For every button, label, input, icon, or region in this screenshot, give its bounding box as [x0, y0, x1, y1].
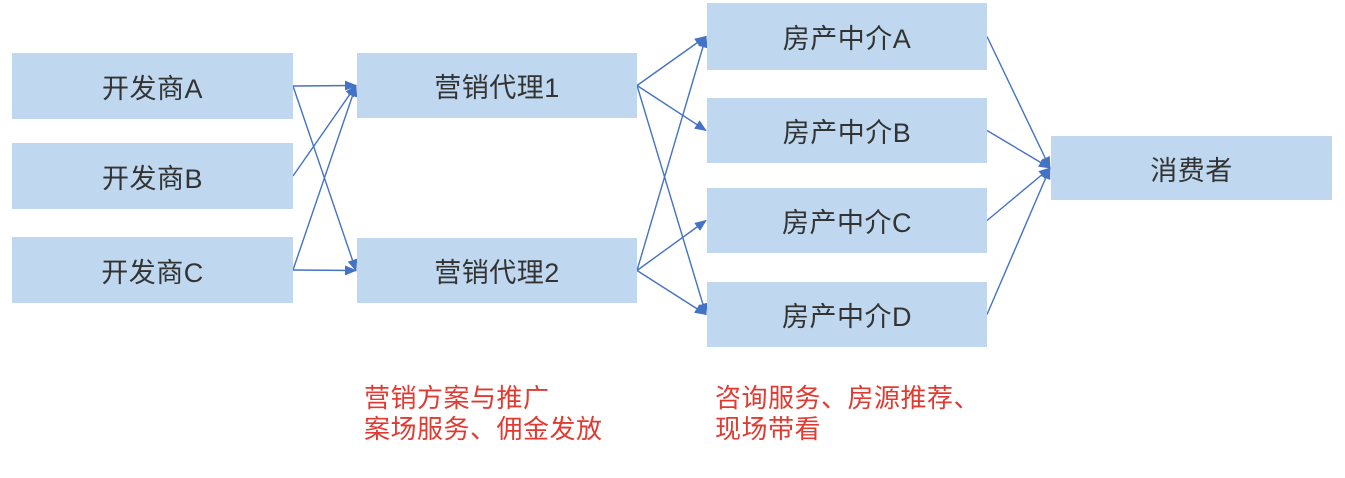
edge-broker-c-to-consumer [986, 167, 1051, 222]
node-broker-a: 房产中介A [707, 3, 987, 70]
node-consumer: 消费者 [1051, 136, 1332, 200]
edge-agent-1-to-broker-d [636, 85, 708, 316]
node-dev-a: 开发商A [12, 53, 293, 119]
edge-dev-c-to-agent-1 [292, 84, 358, 271]
node-broker-b: 房产中介B [707, 98, 987, 163]
edge-dev-b-to-agent-1 [292, 84, 357, 177]
node-agent-2: 营销代理2 [357, 238, 637, 303]
edge-agent-2-to-broker-a [636, 35, 708, 271]
node-dev-b: 开发商B [12, 143, 293, 209]
edge-dev-c-to-agent-2 [292, 265, 357, 276]
edge-agent-2-to-broker-d [636, 269, 707, 316]
annotation-broker-services: 咨询服务、房源推荐、 现场带看 [715, 383, 981, 444]
node-broker-d: 房产中介D [707, 282, 987, 347]
edge-agent-1-to-broker-a [636, 35, 707, 87]
edge-broker-a-to-consumer [986, 36, 1051, 169]
edge-broker-b-to-consumer [986, 129, 1051, 169]
edge-broker-d-to-consumer [986, 167, 1051, 315]
edge-dev-a-to-agent-1 [292, 80, 357, 91]
edge-agent-1-to-broker-b [636, 84, 707, 132]
edge-agent-2-to-broker-c [636, 219, 707, 272]
annotation-agent-services: 营销方案与推广 案场服务、佣金发放 [364, 383, 603, 444]
node-dev-c: 开发商C [12, 237, 293, 303]
node-broker-c: 房产中介C [707, 188, 987, 253]
node-agent-1: 营销代理1 [357, 53, 637, 118]
